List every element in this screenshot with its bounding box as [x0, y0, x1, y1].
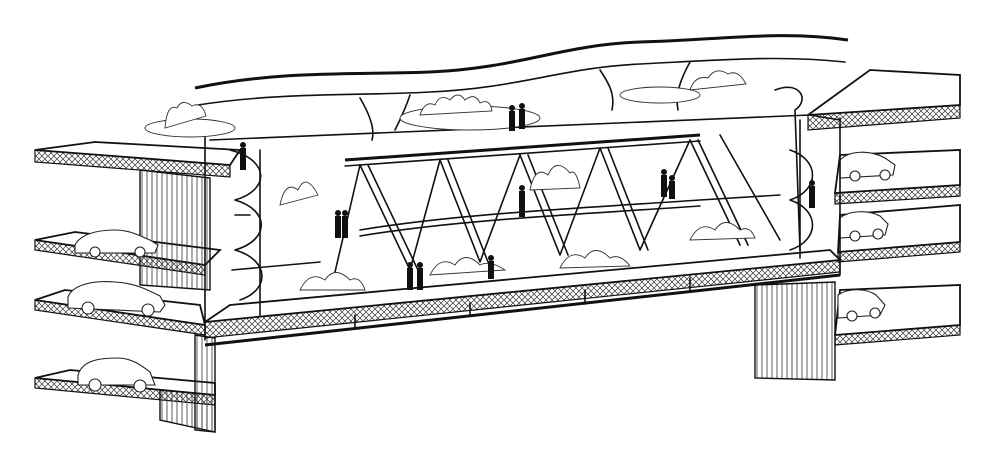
car — [839, 211, 889, 242]
car — [837, 289, 886, 322]
vegetation — [164, 70, 756, 291]
person — [240, 142, 246, 170]
car — [839, 151, 896, 182]
beam-joints — [354, 277, 691, 329]
people — [240, 103, 815, 290]
person — [335, 210, 341, 238]
person — [661, 169, 667, 197]
person — [809, 180, 815, 208]
car — [74, 229, 159, 258]
person — [342, 210, 348, 238]
spiral-stair — [229, 86, 814, 301]
person — [519, 103, 525, 129]
person — [519, 185, 525, 217]
right-pier — [754, 281, 836, 381]
person — [417, 262, 423, 290]
person — [407, 262, 413, 290]
person — [488, 255, 494, 279]
bridge-building — [204, 114, 842, 347]
person — [669, 175, 675, 199]
car — [67, 281, 166, 317]
person — [509, 105, 515, 131]
car — [77, 357, 156, 393]
right-parking-garage — [754, 69, 961, 381]
